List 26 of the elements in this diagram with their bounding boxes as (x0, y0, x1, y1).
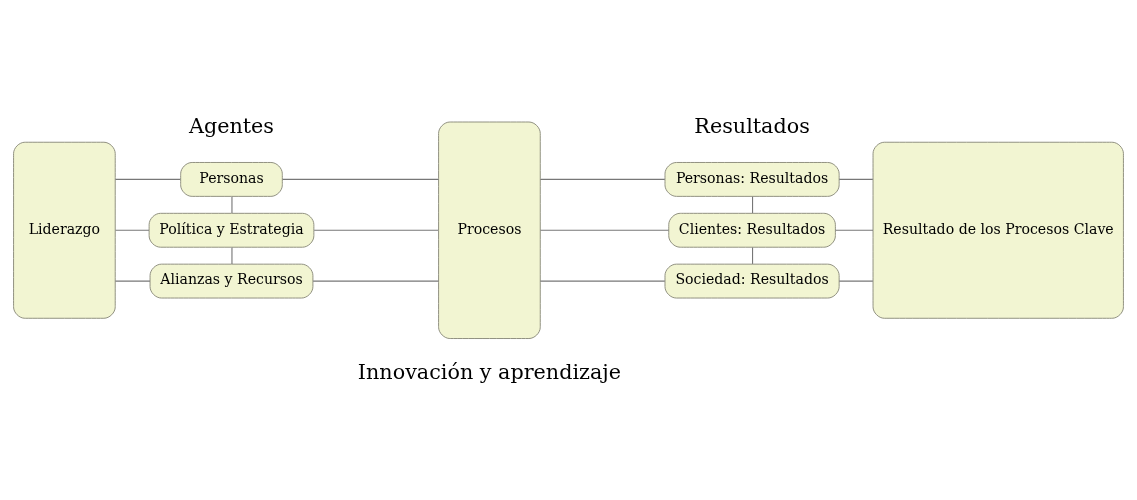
connector (834, 229, 874, 231)
node-box: Sociedad: Resultados (664, 263, 840, 298)
connector (114, 178, 182, 180)
label: Agentes (188, 113, 274, 138)
connector (312, 280, 439, 282)
connector (281, 178, 440, 180)
label: Resultados (694, 113, 810, 138)
node-box: Liderazgo (13, 141, 116, 319)
connector (838, 280, 874, 282)
connector (231, 246, 233, 264)
node-box: Procesos (438, 121, 541, 339)
node-box: Resultado de los Procesos Clave (872, 141, 1124, 319)
connector (838, 178, 874, 180)
node-box: Clientes: Resultados (668, 212, 836, 248)
label: Innovación y aprendizaje (357, 359, 621, 384)
connector (539, 178, 666, 180)
node-box: Política y Estrategia (148, 212, 315, 248)
connector (313, 229, 439, 231)
node-box: Personas (180, 161, 283, 197)
connector (539, 229, 670, 231)
connector (231, 195, 233, 214)
node-box: Personas: Resultados (664, 161, 840, 197)
connector (539, 280, 666, 282)
connector (114, 229, 150, 231)
node-box: Alianzas y Recursos (149, 263, 314, 298)
connector (114, 280, 151, 282)
